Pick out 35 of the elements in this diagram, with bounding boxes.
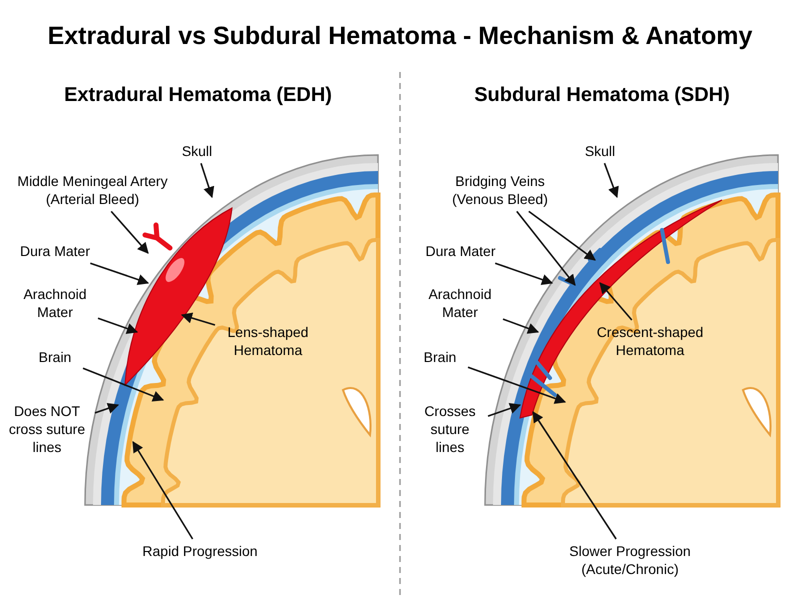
leader-line: [494, 262, 554, 285]
leader-line: [132, 441, 194, 540]
annotation-label: Crescent-shaped Hematoma: [596, 323, 704, 360]
annotation-label: Brain: [422, 348, 458, 366]
leader-line: [98, 318, 138, 334]
leader-line: [502, 318, 540, 334]
annotation-label: Arachnoid Mater: [427, 285, 493, 322]
leader-line: [94, 402, 120, 414]
leader-line: [488, 403, 522, 417]
annotation-label: Dura Mater: [424, 242, 497, 260]
annotation-label: Rapid Progression: [141, 542, 259, 560]
annotation-label: Dura Mater: [18, 242, 92, 260]
leader-line: [90, 262, 150, 286]
annotation-label: Crosses suture lines: [423, 402, 477, 457]
leader-line: [82, 367, 164, 402]
leader-line: [528, 210, 596, 261]
leader-line: [516, 210, 576, 286]
panel-heading: Subdural Hematoma (SDH): [474, 83, 730, 108]
annotation-label: Slower Progression (Acute/Chronic): [568, 542, 692, 578]
diagram-title: Extradural vs Subdural Hematoma - Mechanism & Anatomy: [46, 21, 754, 52]
panel-heading: Extradural Hematoma (EDH): [64, 83, 332, 108]
leader-line: [468, 366, 566, 404]
leader-line: [180, 312, 216, 326]
annotation-label: Arachnoid Mater: [22, 285, 88, 322]
leader-line: [604, 162, 619, 198]
annotation-label: Lens-shaped Hematoma: [226, 323, 310, 360]
annotation-label: Middle Meningeal Artery (Arterial Bleed): [16, 172, 169, 208]
leader-line: [200, 162, 214, 198]
leader-line: [532, 411, 617, 540]
annotation-label: Skull: [584, 142, 616, 160]
annotation-label: Bridging Veins (Venous Bleed): [451, 172, 549, 208]
leader-line: [110, 210, 149, 254]
annotation-label: Skull: [180, 142, 214, 160]
annotation-label: Brain: [38, 348, 72, 366]
annotation-label: Does NOT cross suture lines: [8, 402, 86, 457]
